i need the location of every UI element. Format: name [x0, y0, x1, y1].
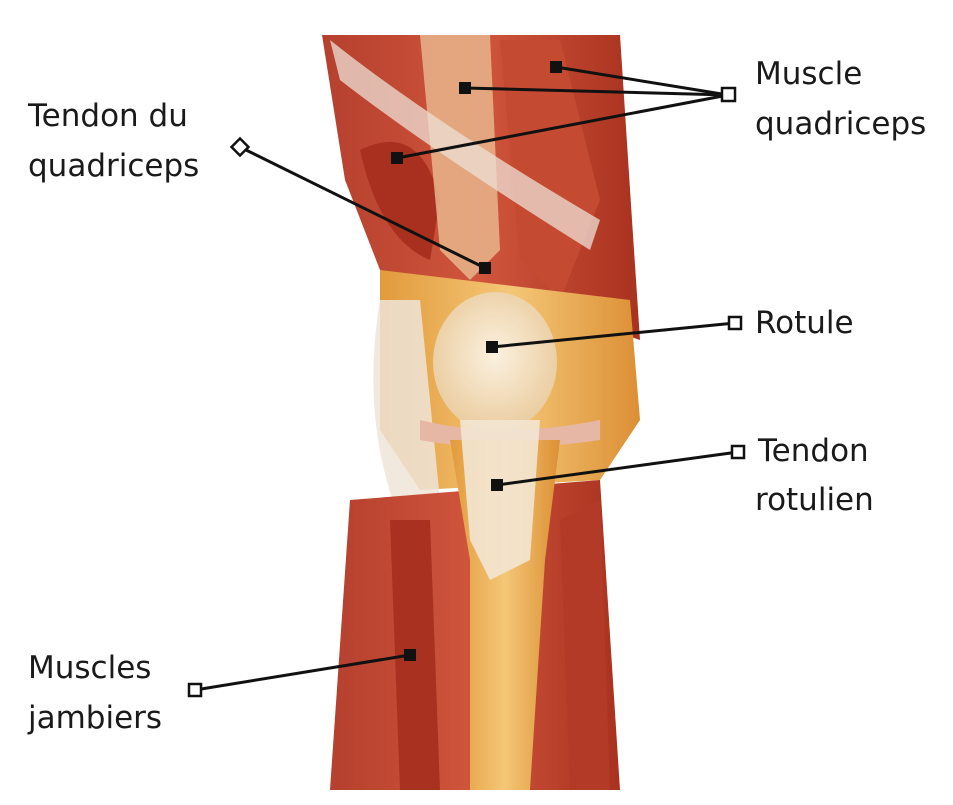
- leader-lines: [194, 65, 739, 692]
- label-quadriceps-tendon-line2: quadriceps: [28, 148, 199, 184]
- target-markers: [391, 61, 562, 661]
- lower-leg: [330, 420, 620, 790]
- label-patella: Rotule: [755, 305, 854, 341]
- label-quadriceps-muscle-line1: Muscle: [755, 56, 862, 92]
- label-leg-muscles-line1: Muscles: [28, 650, 151, 686]
- label-patellar-tendon-line1: Tendon: [757, 433, 869, 469]
- patella-shape: [433, 292, 557, 432]
- label-patellar-tendon-line2: rotulien: [755, 482, 874, 518]
- label-markers: [187, 86, 746, 698]
- label-quadriceps-muscle-line2: quadriceps: [755, 106, 926, 142]
- label-leg-muscles-line2: jambiers: [27, 700, 162, 736]
- label-quadriceps-tendon-line1: Tendon du: [27, 98, 188, 134]
